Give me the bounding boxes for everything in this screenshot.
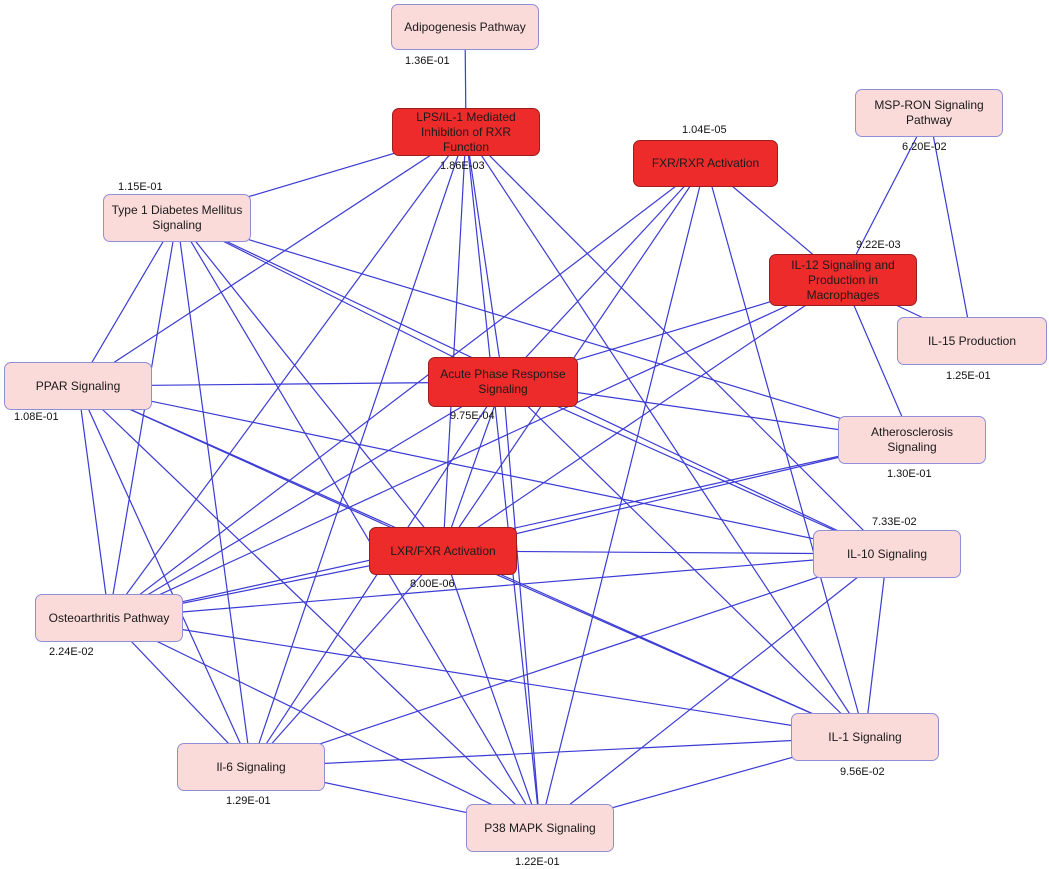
node-acute: Acute Phase Response Signaling bbox=[428, 357, 578, 407]
edge-lps-osteo bbox=[108, 131, 467, 619]
pvalue-il6: 1.29E-01 bbox=[226, 795, 271, 807]
node-il10: IL-10 Signaling bbox=[813, 530, 961, 578]
node-lxr: LXR/FXR Activation bbox=[369, 527, 517, 575]
pvalue-athero: 1.30E-01 bbox=[887, 468, 932, 480]
edge-ppar-il10 bbox=[77, 385, 888, 555]
pvalue-lxr: 8.00E-06 bbox=[410, 578, 455, 590]
node-fxr: FXR/RXR Activation bbox=[633, 140, 778, 187]
pvalue-lps: 1.86E-03 bbox=[440, 160, 485, 172]
pvalue-il15: 1.25E-01 bbox=[946, 370, 991, 382]
edge-t1d-athero bbox=[176, 217, 913, 441]
edge-acute-p38 bbox=[502, 381, 541, 829]
edge-t1d-p38 bbox=[176, 217, 541, 829]
edge-lps-il6 bbox=[250, 131, 467, 768]
pvalue-il10: 7.33E-02 bbox=[872, 516, 917, 528]
node-il1: IL-1 Signaling bbox=[791, 713, 939, 761]
edge-fxr-osteo bbox=[108, 163, 706, 619]
edge-athero-lxr bbox=[442, 439, 913, 552]
edge-fxr-p38 bbox=[539, 163, 707, 829]
edge-il12-athero bbox=[842, 279, 913, 441]
edge-ppar-p38 bbox=[77, 385, 541, 829]
edge-osteo-p38 bbox=[108, 617, 541, 829]
pvalue-il12: 9.22E-03 bbox=[856, 239, 901, 251]
pvalue-p38: 1.22E-01 bbox=[515, 856, 560, 868]
node-il15: IL-15 Production bbox=[897, 317, 1047, 365]
edge-t1d-il6 bbox=[176, 217, 252, 768]
edge-lxr-il1 bbox=[442, 550, 866, 738]
edge-lps-p38 bbox=[465, 131, 541, 829]
pvalue-acute: 9.75E-04 bbox=[450, 410, 495, 422]
node-t1d: Type 1 Diabetes Mellitus Signaling bbox=[103, 194, 251, 242]
edge-acute-osteo bbox=[108, 381, 504, 619]
node-ppar: PPAR Signaling bbox=[4, 362, 152, 410]
edge-osteo-il6 bbox=[108, 617, 252, 768]
pvalue-osteo: 2.24E-02 bbox=[49, 646, 94, 658]
edge-fxr-il1 bbox=[704, 163, 866, 738]
edge-t1d-acute bbox=[176, 217, 504, 383]
edge-il12-osteo bbox=[108, 279, 844, 619]
edge-lps-acute bbox=[465, 131, 504, 383]
edge-t1d-osteo bbox=[108, 217, 178, 619]
edge-ppar-osteo bbox=[77, 385, 110, 619]
edge-t1d-ppar bbox=[77, 217, 178, 387]
edge-acute-lxr bbox=[442, 381, 504, 552]
node-adipogenesis: Adipogenesis Pathway bbox=[391, 4, 539, 50]
node-athero: Atherosclerosis Signaling bbox=[838, 416, 986, 464]
node-il12: IL-12 Signaling and Production in Macrop… bbox=[769, 254, 917, 306]
edge-osteo-il1 bbox=[108, 617, 866, 738]
node-p38: P38 MAPK Signaling bbox=[466, 804, 614, 852]
edge-msp-il12 bbox=[842, 112, 930, 281]
edge-il10-p38 bbox=[539, 553, 888, 829]
pvalue-fxr: 1.04E-05 bbox=[682, 124, 727, 136]
edge-il10-il1 bbox=[864, 553, 888, 738]
node-osteo: Osteoarthritis Pathway bbox=[35, 594, 183, 642]
pvalue-t1d: 1.15E-01 bbox=[118, 181, 163, 193]
edge-acute-il10 bbox=[502, 381, 888, 555]
edge-il1-il6 bbox=[250, 736, 866, 768]
edge-il10-il6 bbox=[250, 553, 888, 768]
edge-lxr-il6 bbox=[250, 550, 444, 768]
edge-t1d-lxr bbox=[176, 217, 444, 552]
pvalue-il1: 9.56E-02 bbox=[840, 766, 885, 778]
node-msp: MSP-RON Signaling Pathway bbox=[855, 89, 1003, 137]
pvalue-ppar: 1.08E-01 bbox=[14, 411, 59, 423]
edge-msp-il15 bbox=[928, 112, 973, 342]
node-il6: Il-6 Signaling bbox=[177, 743, 325, 791]
edge-lps-il1 bbox=[465, 131, 866, 738]
edge-acute-il1 bbox=[502, 381, 866, 738]
edge-lps-lxr bbox=[442, 131, 467, 552]
pvalue-adipogenesis: 1.36E-01 bbox=[405, 55, 450, 67]
edge-fxr-acute bbox=[502, 163, 706, 383]
pvalue-msp: 6.20E-02 bbox=[902, 141, 947, 153]
node-lps: LPS/IL-1 Mediated Inhibition of RXR Func… bbox=[392, 108, 540, 156]
edge-il10-osteo bbox=[108, 553, 888, 619]
edge-lxr-p38 bbox=[442, 550, 541, 829]
edge-il12-lxr bbox=[442, 279, 844, 552]
edge-lps-ppar bbox=[77, 131, 467, 387]
edge-lps-il10 bbox=[465, 131, 888, 555]
edge-ppar-il6 bbox=[77, 385, 252, 768]
